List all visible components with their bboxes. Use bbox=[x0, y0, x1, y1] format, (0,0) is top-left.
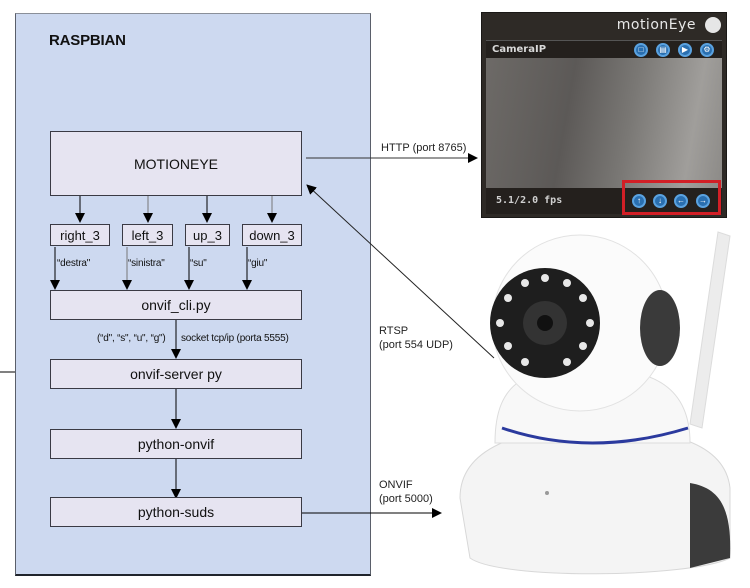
mic-hole bbox=[545, 491, 549, 495]
label-sinistra: “sinistra" bbox=[128, 258, 165, 269]
camera-base-shadow bbox=[690, 483, 731, 568]
panel-title: RASPBIAN bbox=[49, 32, 126, 49]
ip-camera-photo bbox=[459, 231, 731, 575]
camera-bar: CameraIP □ ▤ ▶ ⚙ bbox=[486, 40, 722, 59]
node-python-onvif-label: python-onvif bbox=[137, 436, 215, 452]
node-onvif-cli: onvif_cli.py bbox=[50, 290, 302, 320]
label-onvif-port: (port 5000) bbox=[379, 493, 433, 505]
node-motioneye: MOTIONEYE bbox=[50, 131, 302, 196]
camera-name: CameraIP bbox=[492, 44, 547, 55]
label-codes: (“d", “s", “u", “g") bbox=[97, 333, 166, 344]
ir-leds bbox=[496, 274, 594, 366]
node-right-label: right_3 bbox=[60, 227, 100, 243]
label-socket: socket tcp/ip (porta 5555) bbox=[181, 333, 289, 344]
node-python-suds-label: python-suds bbox=[137, 504, 215, 520]
node-onvif-cli-label: onvif_cli.py bbox=[141, 297, 211, 313]
label-http: HTTP (port 8765) bbox=[381, 142, 467, 154]
lens-center bbox=[537, 315, 553, 331]
ptz-up-button[interactable]: ↑ bbox=[632, 194, 646, 208]
play-icon[interactable]: ▶ bbox=[678, 43, 692, 57]
camera-base bbox=[459, 427, 731, 575]
node-left: left_3 bbox=[122, 224, 173, 246]
antenna-right bbox=[689, 231, 731, 429]
label-rtsp-name: RTSP bbox=[379, 325, 409, 337]
ptz-left-button[interactable]: ← bbox=[674, 194, 688, 208]
label-giu: “giu" bbox=[248, 258, 268, 269]
label-destra: “destra" bbox=[57, 258, 91, 269]
node-left-label: left_3 bbox=[131, 227, 164, 243]
node-python-suds: python-suds bbox=[50, 497, 302, 527]
ptz-highlight-frame bbox=[622, 180, 721, 215]
motioneye-logo-icon bbox=[705, 17, 721, 33]
label-rtsp-port: (port 554 UDP) bbox=[379, 339, 453, 351]
fullscreen-icon[interactable]: □ bbox=[634, 43, 648, 57]
ptz-down-button[interactable]: ↓ bbox=[653, 194, 667, 208]
node-right: right_3 bbox=[50, 224, 110, 246]
label-su: “su" bbox=[190, 258, 207, 269]
edge-rtsp bbox=[306, 184, 495, 359]
camera-video-frame bbox=[486, 58, 722, 188]
fps-readout: 5.1/2.0 fps bbox=[496, 195, 563, 206]
media-icon[interactable]: ▤ bbox=[656, 43, 670, 57]
node-motioneye-label: MOTIONEYE bbox=[133, 155, 218, 172]
node-onvif-server: onvif-server py bbox=[50, 359, 302, 389]
node-up: up_3 bbox=[185, 224, 230, 246]
side-vent bbox=[640, 290, 680, 366]
node-up-label: up_3 bbox=[193, 227, 222, 243]
label-rtsp: RTSP (port 554 UDP) bbox=[379, 324, 453, 352]
motioneye-screenshot: motionEye CameraIP □ ▤ ▶ ⚙ 5.1/2.0 fps ↑… bbox=[481, 12, 727, 218]
camera-footer: 5.1/2.0 fps ↑ ↓ ← → bbox=[486, 188, 722, 214]
node-down-label: down_3 bbox=[249, 227, 295, 243]
ptz-right-button[interactable]: → bbox=[696, 194, 710, 208]
label-onvif: ONVIF (port 5000) bbox=[379, 478, 433, 506]
node-onvif-server-label: onvif-server py bbox=[130, 366, 222, 382]
label-onvif-name: ONVIF bbox=[379, 479, 413, 491]
motioneye-brand: motionEye bbox=[616, 17, 696, 33]
node-down: down_3 bbox=[242, 224, 302, 246]
blue-stripe bbox=[501, 426, 689, 445]
node-python-onvif: python-onvif bbox=[50, 429, 302, 459]
settings-icon[interactable]: ⚙ bbox=[700, 43, 714, 57]
